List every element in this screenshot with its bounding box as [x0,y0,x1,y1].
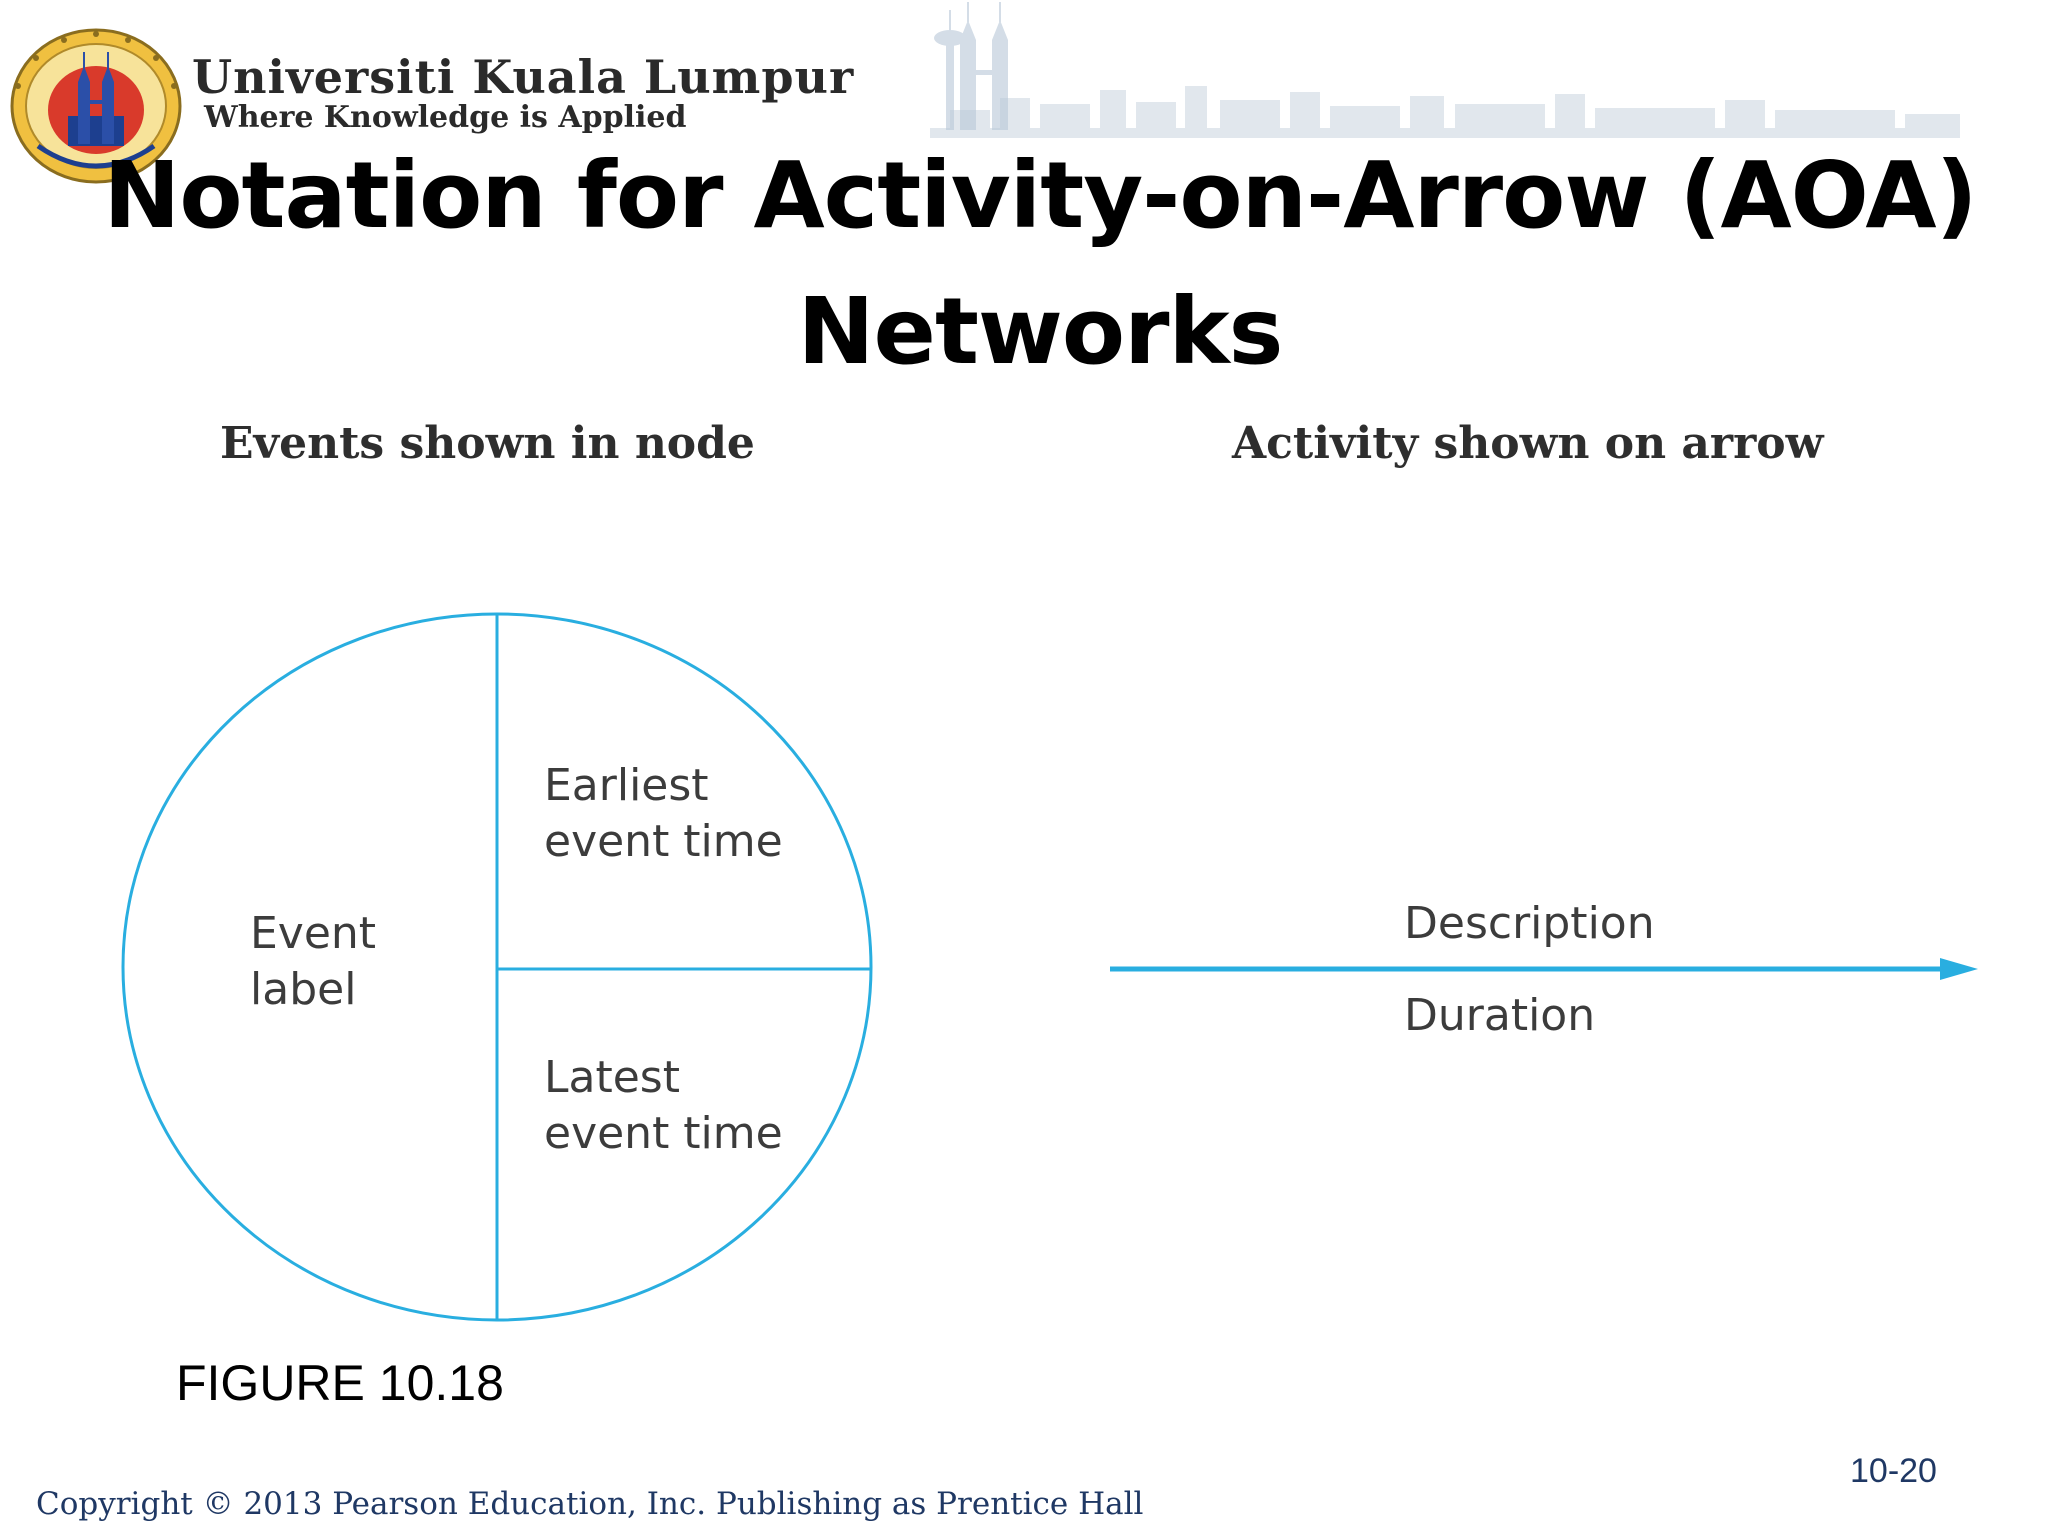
earliest-time-line: event time [544,816,783,867]
latest-time-text: Latest event time [544,1052,783,1159]
arrow-heading: Activity shown on arrow [1232,418,1824,469]
page-number: 10-20 [1850,1452,1937,1490]
slide-title: Notation for Activity-on-Arrow (AOA) Net… [103,142,1977,385]
event-label-text: Event label [250,908,390,1015]
arrow-head [1940,958,1978,980]
skyline-watermark [930,2,1960,138]
latest-time-line: Latest [544,1052,680,1103]
university-tagline: Where Knowledge is Applied [204,100,687,135]
event-label-line: Event [250,908,376,959]
figure-caption: FIGURE 10.18 [176,1355,504,1411]
university-name: Universiti Kuala Lumpur [192,50,855,104]
event-node: Event label Earliest event time Latest e… [121,612,873,1322]
node-heading: Events shown in node [220,418,755,469]
earliest-time-line: Earliest [544,760,709,811]
latest-time-line: event time [544,1108,783,1159]
event-label-line: label [250,964,356,1015]
arrow-duration-label: Duration [1404,990,1595,1041]
arrow-description-label: Description [1404,898,1655,949]
copyright-footer: Copyright © 2013 Pearson Education, Inc.… [36,1486,1144,1522]
university-seal-icon [10,28,182,184]
activity-arrow: Description Duration [1110,898,1978,1041]
earliest-time-text: Earliest event time [544,760,783,867]
